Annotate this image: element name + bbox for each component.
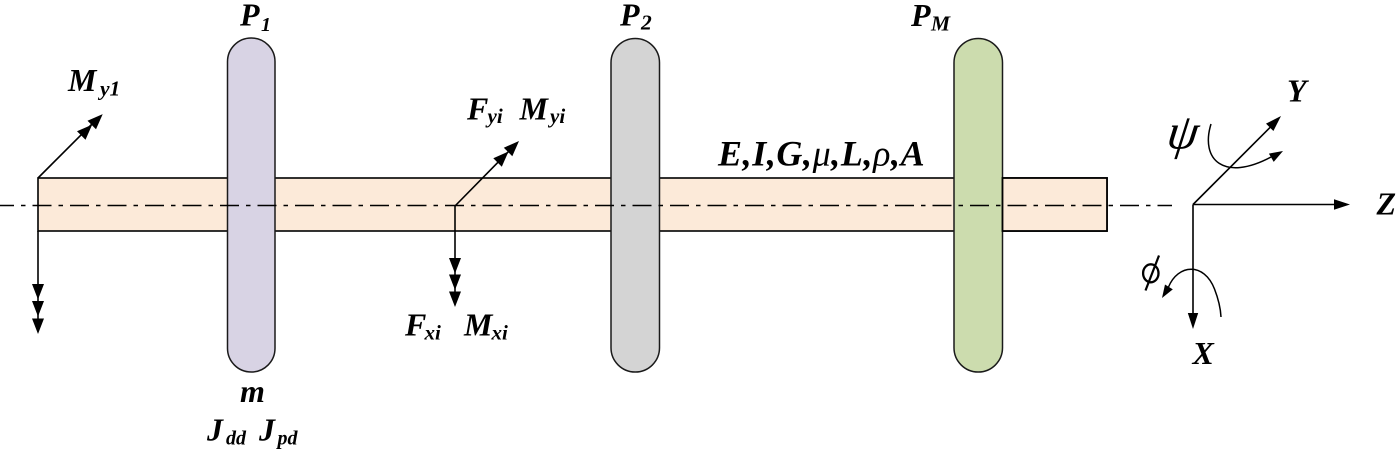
svg-text:P: P	[239, 0, 260, 33]
svg-text:X: X	[1192, 335, 1215, 371]
svg-text:M: M	[519, 91, 550, 127]
svg-text:F: F	[404, 307, 426, 343]
svg-text:yi: yi	[547, 104, 565, 128]
svg-text:dd: dd	[226, 428, 247, 450]
svg-text:Y: Y	[1287, 72, 1309, 108]
svg-text:2: 2	[640, 11, 652, 35]
svg-text:m: m	[240, 373, 265, 409]
svg-text:M: M	[463, 307, 494, 343]
svg-text:xi: xi	[424, 321, 442, 345]
svg-text:M: M	[930, 11, 951, 35]
svg-text:yi: yi	[485, 104, 503, 128]
svg-text:y1: y1	[97, 77, 120, 101]
svg-text:Z: Z	[1376, 186, 1397, 222]
svg-text:E,I,G,μ,L,ρ,A: E,I,G,μ,L,ρ,A	[717, 134, 925, 174]
svg-text:J: J	[258, 412, 276, 448]
svg-text:M: M	[67, 62, 98, 98]
svg-text:F: F	[466, 91, 488, 127]
svg-text:P: P	[910, 0, 931, 33]
svg-text:pd: pd	[276, 428, 299, 450]
svg-text:xi: xi	[491, 321, 509, 345]
svg-text:P: P	[619, 0, 640, 33]
svg-text:J: J	[206, 412, 224, 448]
svg-text:1: 1	[261, 14, 271, 36]
